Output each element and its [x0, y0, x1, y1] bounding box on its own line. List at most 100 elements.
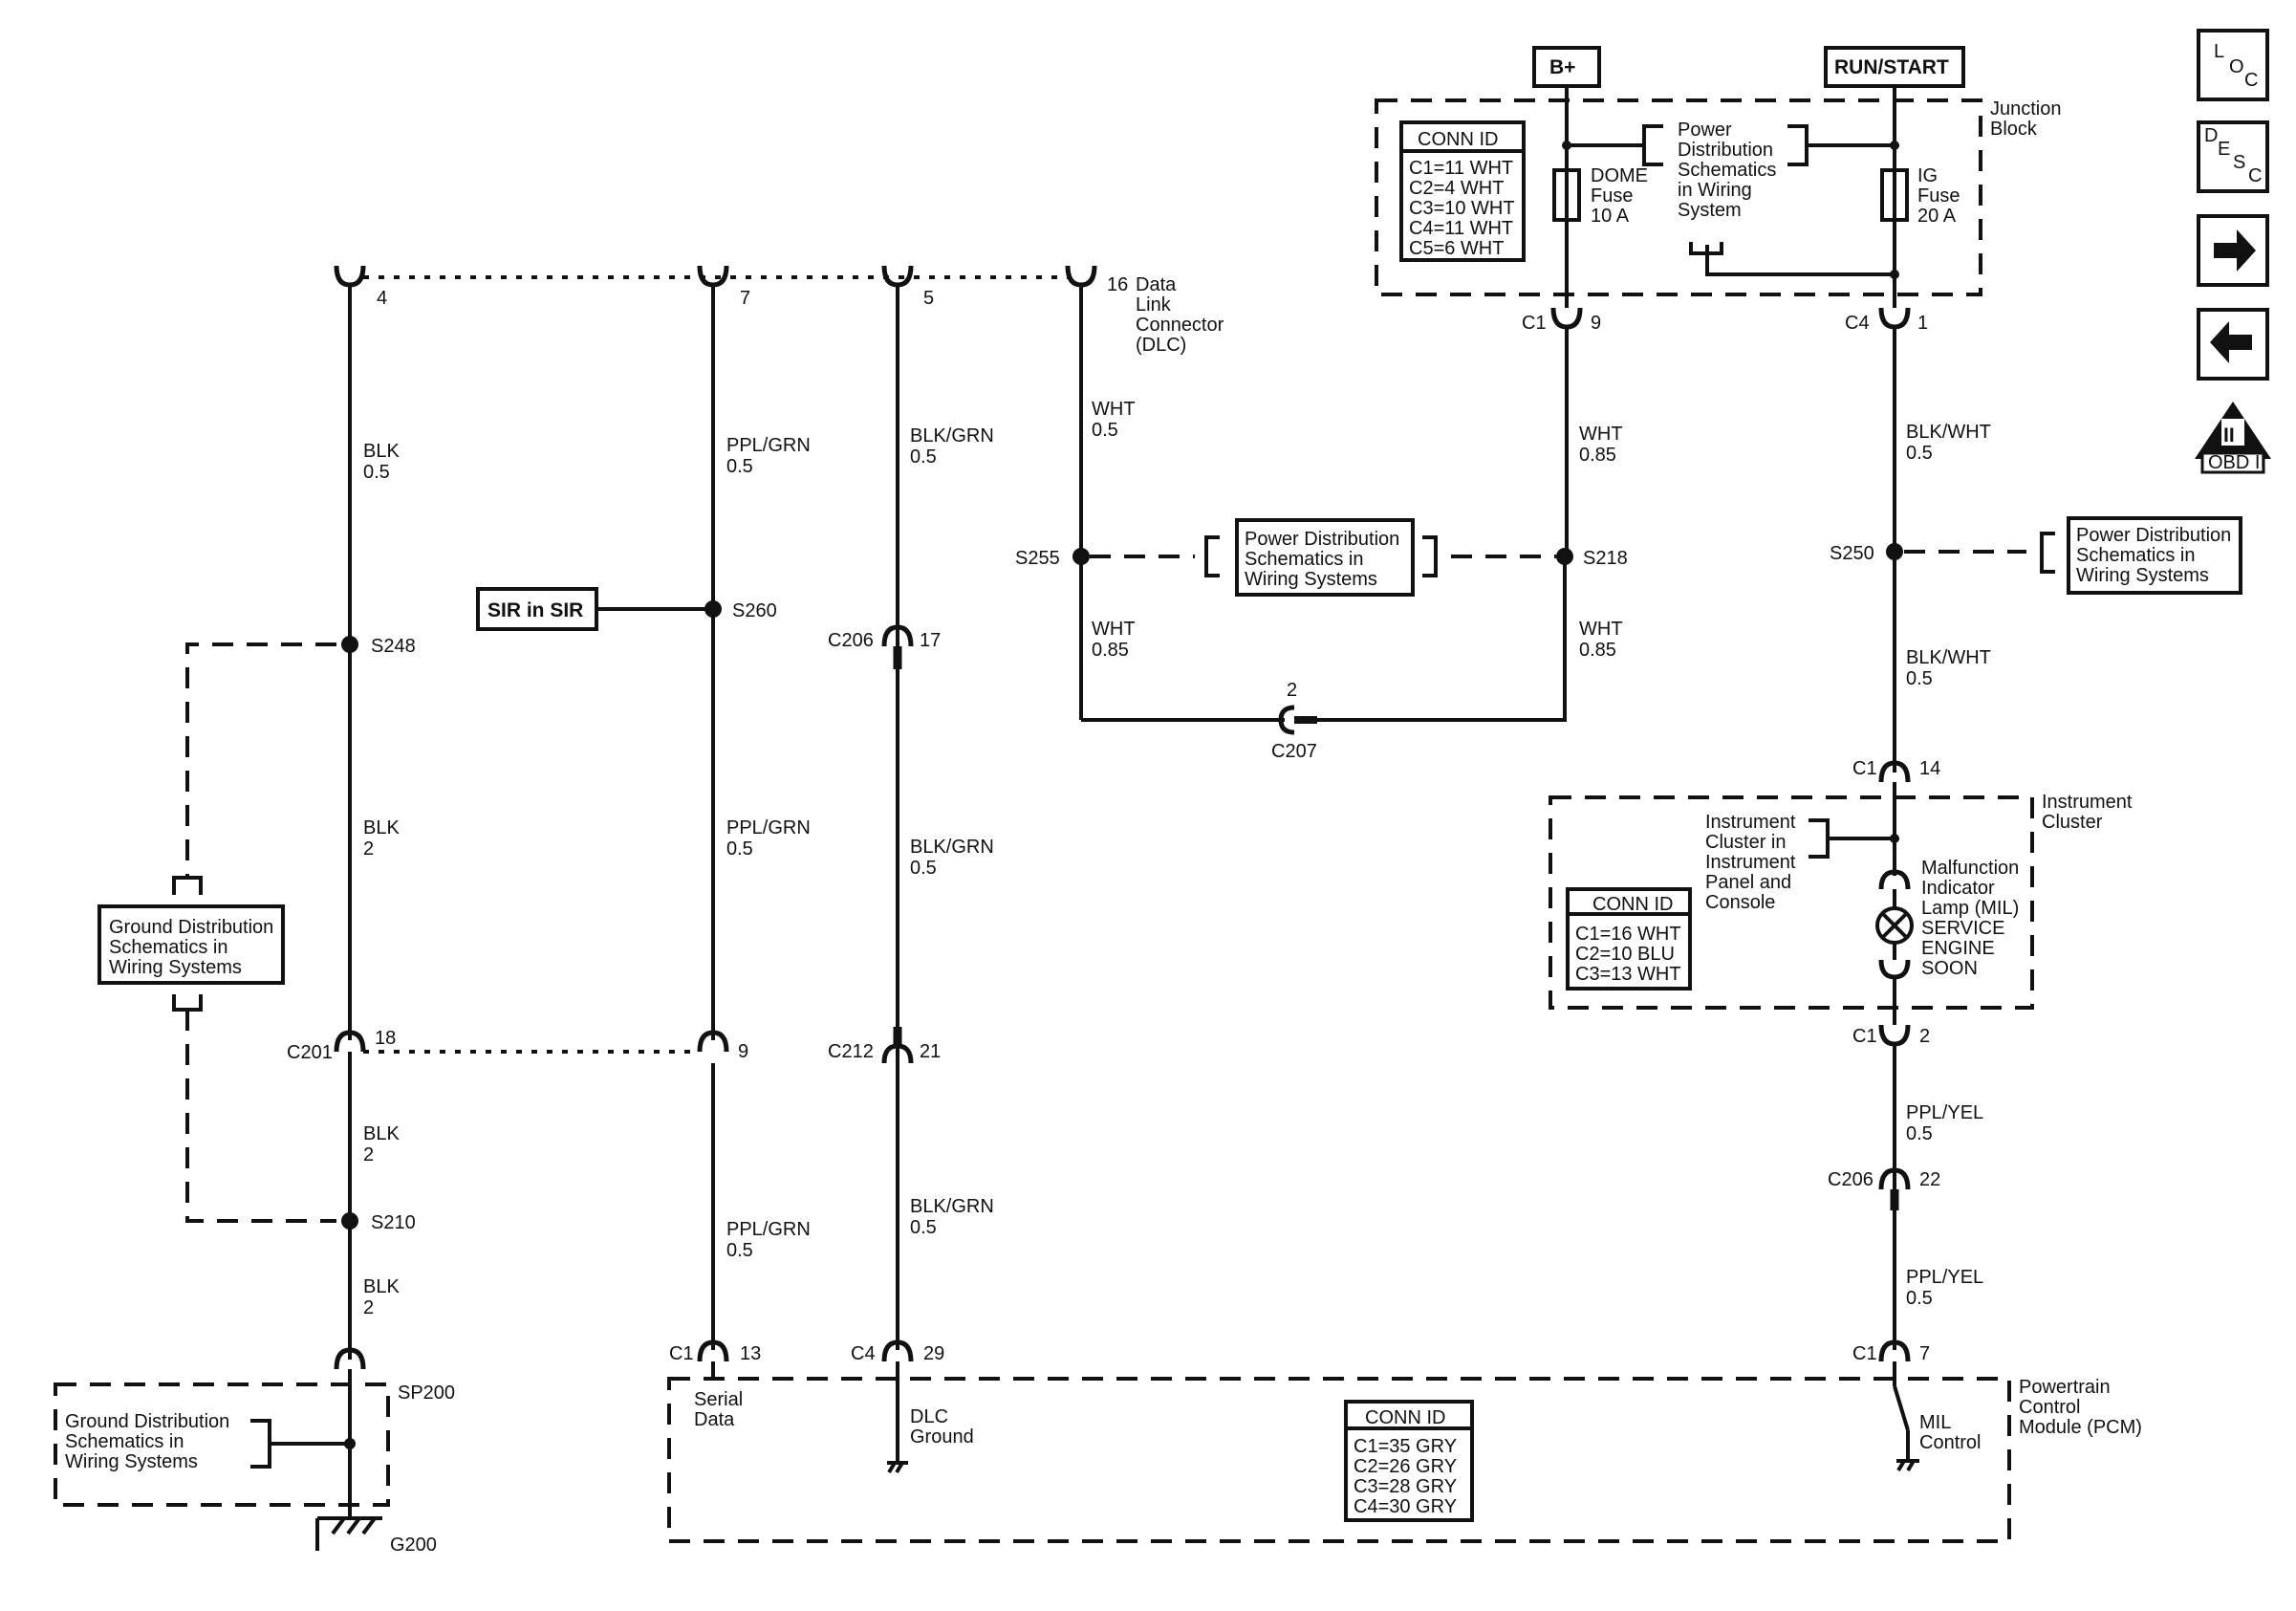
serial-data-circuit: PPL/GRN 0.5 S260 SIR in SIR PPL/GRN 0.5 …: [476, 285, 811, 1379]
ref-label: Ground Distribution: [65, 1411, 229, 1432]
dlc-top-connectors: 4 7 5 16 Data Link Connector (DLC): [334, 265, 1224, 356]
ref-label: Schematics in: [1245, 549, 1364, 570]
ground-distribution-ref-1[interactable]: [97, 904, 285, 985]
connector-label: C212: [828, 1041, 874, 1062]
sir-ref-box[interactable]: [476, 587, 598, 631]
wire-label: 0.5: [726, 838, 753, 860]
nav-desc-letter: S: [2233, 152, 2245, 173]
splice-s210-label: S210: [371, 1212, 416, 1233]
dlc-label-line3: Connector: [1136, 315, 1224, 336]
fuse-label: 20 A: [1917, 206, 1957, 227]
conn-id-row: C3=13 WHT: [1575, 964, 1681, 985]
connector-pin-label: 1: [1917, 313, 1928, 334]
right-arrow-icon: [2214, 229, 2256, 272]
splice-s260-label: S260: [732, 600, 777, 621]
splice-s250: [1886, 543, 1903, 560]
nav-loc-letter: C: [2244, 70, 2258, 91]
splice-s255-label: S255: [1015, 548, 1060, 569]
wire-label: 2: [363, 1144, 374, 1165]
connector-pin-label: 21: [920, 1041, 941, 1062]
chassis-ground-icon: [887, 1461, 908, 1474]
nav-loc-button[interactable]: L O C: [2197, 29, 2269, 101]
mil-label: SERVICE: [1921, 918, 2004, 939]
fuse-label: IG: [1917, 165, 1938, 186]
mil-control-switch-icon: [1893, 1385, 1919, 1472]
conn-id-row: C1=35 GRY: [1354, 1436, 1457, 1457]
wire-label: WHT: [1579, 424, 1623, 445]
wire-label: 0.5: [1906, 1123, 1933, 1144]
pcm-pin-label: Serial: [694, 1389, 743, 1410]
ref-label: Cluster in: [1705, 832, 1786, 853]
junction-block-label: Junction: [1990, 98, 2062, 120]
wire-label: 0.5: [910, 446, 937, 468]
wire-label: BLK: [363, 1123, 400, 1144]
wire-label: 0.5: [726, 456, 753, 477]
obd-ii-button[interactable]: II OBD II: [2195, 402, 2271, 474]
fuse-label: Fuse: [1591, 185, 1633, 207]
ref-label: Wiring Systems: [65, 1451, 198, 1472]
conn-id-row: C2=10 BLU: [1575, 944, 1675, 965]
mil-lamp-icon: [1875, 906, 1914, 945]
wire-label: BLK: [363, 817, 400, 838]
nav-desc-letter: D: [2204, 125, 2218, 146]
conn-id-row: C3=10 WHT: [1409, 198, 1515, 219]
conn-id-title: CONN ID: [1592, 894, 1673, 915]
pcm-module: Powertrain Control Module (PCM) Serial D…: [667, 1377, 2142, 1543]
jb-conn-id-table: [1399, 120, 1526, 262]
connector-c207-label: C207: [1271, 741, 1317, 762]
pcm-label: Control: [2019, 1397, 2080, 1418]
instrument-cluster: Instrument Cluster Instrument Cluster in…: [1549, 782, 2133, 1010]
conn-id-row: C5=6 WHT: [1409, 238, 1504, 259]
wire-label: 0.5: [1092, 420, 1118, 441]
connector-label: C1: [1522, 313, 1547, 334]
ref-label: Console: [1705, 892, 1775, 913]
wire-label: WHT: [1092, 399, 1136, 420]
pcm-conn-id-table: [1344, 1400, 1474, 1522]
pcm-pin-label: Control: [1919, 1432, 1981, 1453]
next-page-button[interactable]: [2197, 214, 2269, 287]
ref-label: Panel and: [1705, 872, 1791, 893]
wire-label: PPL/YEL: [1906, 1267, 1983, 1288]
ref-label: Wiring Systems: [2076, 565, 2209, 586]
wire-label: 0.5: [910, 858, 937, 879]
dlc-label-line1: Data: [1136, 274, 1177, 295]
connector-label: C4: [851, 1343, 876, 1364]
mil-label: Malfunction: [1921, 858, 2019, 879]
conn-id-title: CONN ID: [1365, 1407, 1445, 1428]
battery-source-box: [1532, 46, 1601, 88]
dlc-pin-4-label: 4: [377, 288, 387, 309]
connector-pin-label: 2: [1919, 1026, 1930, 1047]
mil-control-circuit: C1 2 PPL/YEL 0.5 C206 22 PPL/YEL 0.5 C1 …: [1828, 1008, 1983, 1386]
dlc-pin-7-label: 7: [740, 288, 750, 309]
connector-pin-label: 14: [1919, 758, 1940, 779]
conn-id-row: C2=4 WHT: [1409, 178, 1504, 199]
ref-label: Power Distribution: [2076, 525, 2231, 546]
wire-label: BLK/WHT: [1906, 647, 1991, 668]
wire-label: 0.85: [1579, 445, 1616, 466]
ref-label: Instrument: [1705, 852, 1796, 873]
dlc-power-circuit: WHT 0.5 S255 WHT 0.85 2 C207 Power Distr…: [1015, 285, 1628, 762]
battery-source-label: B+: [1549, 56, 1575, 78]
dlc-label-line2: Link: [1136, 294, 1172, 316]
connector-label: C206: [828, 630, 874, 651]
wire-label: BLK: [363, 1276, 400, 1297]
nav-desc-letter: C: [2248, 165, 2262, 186]
pcm-pin-label: DLC: [910, 1406, 948, 1427]
nav-desc-button[interactable]: D E S C: [2197, 120, 2269, 193]
ground-g200-area: SP200 Ground Distribution Schematics in …: [54, 1347, 455, 1556]
connector-pin-label: 22: [1919, 1169, 1940, 1190]
power-distribution-ref-right[interactable]: [2067, 516, 2242, 595]
nav-loc-letter: O: [2229, 56, 2244, 77]
wire-label: BLK/GRN: [910, 425, 994, 446]
fuse-label: DOME: [1591, 165, 1648, 186]
wire-label: 0.5: [1906, 1288, 1933, 1309]
previous-page-button[interactable]: [2197, 308, 2269, 381]
ref-label: System: [1678, 200, 1742, 221]
ground-symbol-icon: [315, 1516, 382, 1551]
ref-label: Wiring Systems: [1245, 569, 1377, 590]
ground-g200-label: G200: [390, 1535, 437, 1556]
power-distribution-ref-mid[interactable]: [1235, 518, 1415, 597]
pcm-pin-label: Data: [694, 1409, 735, 1430]
mil-label: SOON: [1921, 958, 1978, 979]
